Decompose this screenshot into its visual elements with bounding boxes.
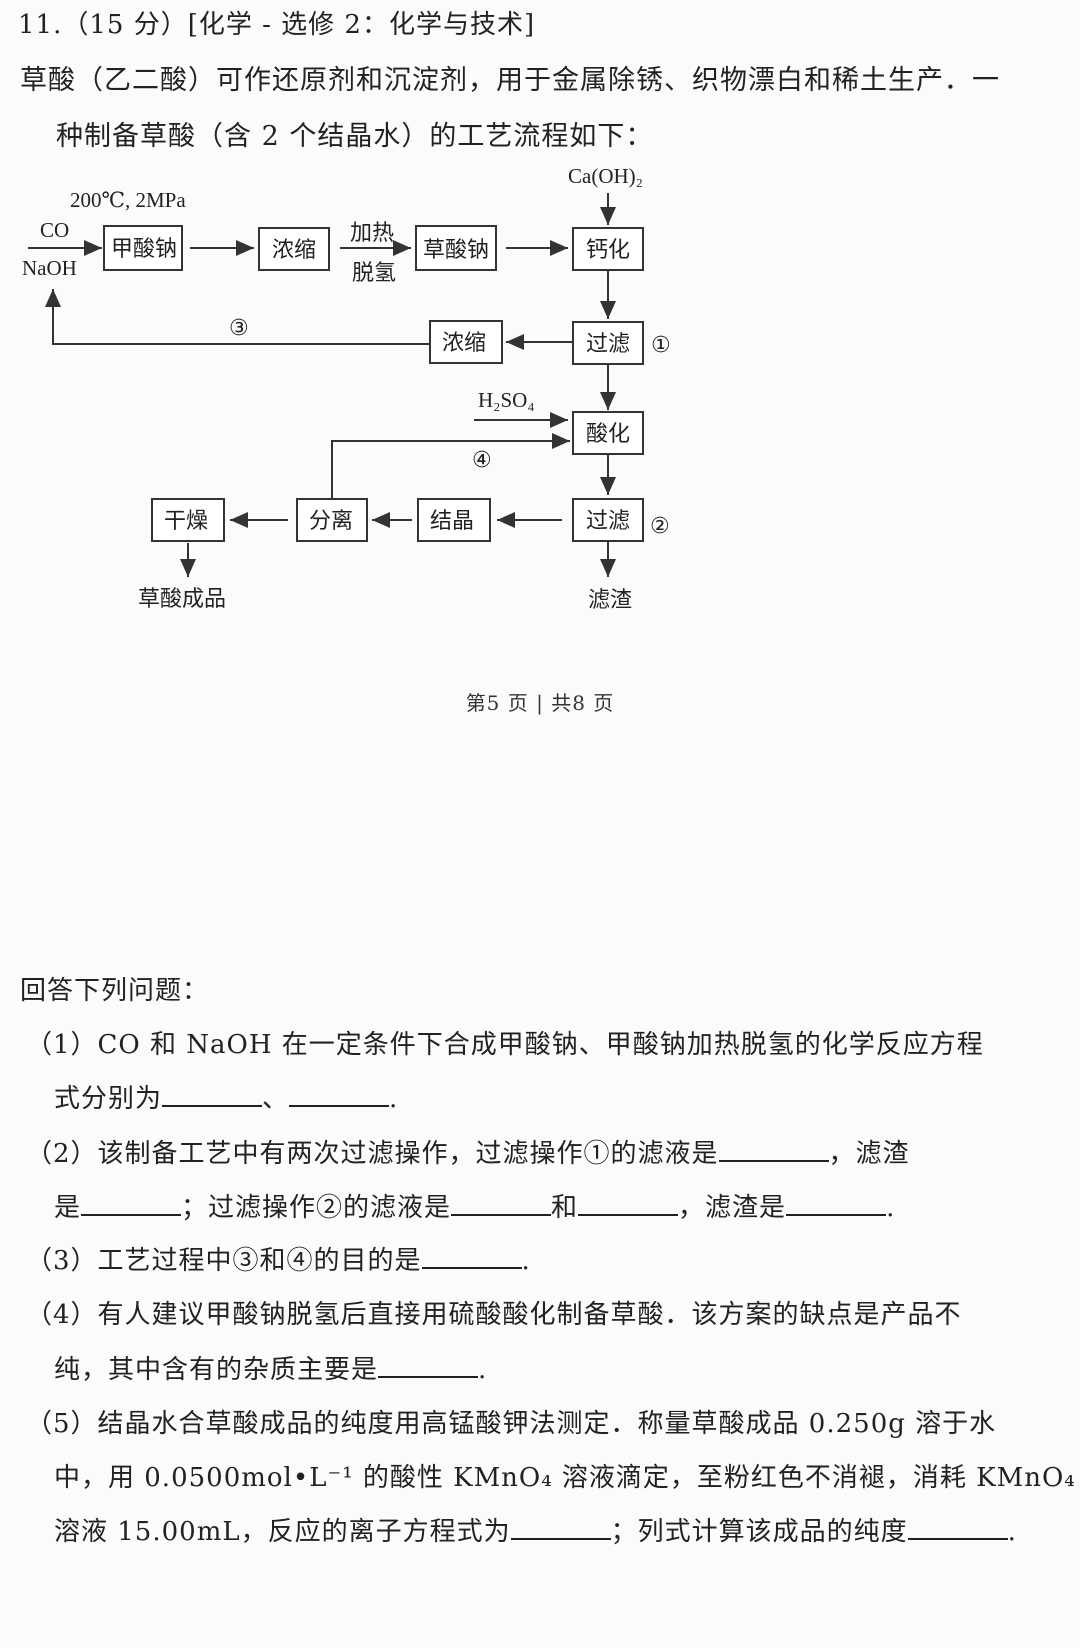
- q2-text-2: ，滤渣: [828, 1139, 910, 1169]
- q2-text-3: 是: [54, 1193, 82, 1223]
- questions-lead: 回答下列问题：: [20, 976, 210, 1006]
- marker-4: ④: [472, 448, 492, 473]
- process-flow-diagram: 200℃, 2MPa CO NaOH 甲酸钠 浓缩 加热 脱氢 草酸钠 Ca(O…: [22, 165, 671, 613]
- q5-line-1: （5）结晶水合草酸成品的纯度用高锰酸钾法测定．称量草酸成品 0.250g 溶于水: [26, 1409, 997, 1439]
- box-acidify: [572, 411, 644, 455]
- box-dry: [151, 498, 225, 542]
- q1-end: .: [389, 1084, 399, 1114]
- q3-line: （3）工艺过程中③和④的目的是.: [26, 1240, 531, 1277]
- q5-line-2: 中，用 0.0500mol•L⁻¹ 的酸性 KMnO₄ 溶液滴定，至粉红色不消褪…: [54, 1463, 1076, 1493]
- q5-text: 溶液 15.00mL，反应的离子方程式为: [54, 1517, 511, 1547]
- box-oxalate: [415, 225, 497, 271]
- intro-line-1: 草酸（乙二酸）可作还原剂和沉淀剂，用于金属除锈、织物漂白和稀土生产．一: [20, 65, 1000, 96]
- box-filter-1-label: 过滤: [586, 332, 630, 357]
- q2-text-6: ，滤渣是: [678, 1193, 787, 1223]
- q1-sep: 、: [262, 1084, 290, 1114]
- box-calcify: [572, 227, 644, 271]
- q5-text-2: ；列式计算该成品的纯度: [610, 1517, 908, 1547]
- q1-blank-1[interactable]: [162, 1085, 263, 1107]
- box-dry-label: 干燥: [164, 509, 208, 534]
- q2-text-5: 和: [551, 1193, 579, 1223]
- question-header: 11.（15 分）[化学 - 选修 2：化学与技术]: [18, 10, 536, 40]
- q5-line-3: 溶液 15.00mL，反应的离子方程式为 ；列式计算该成品的纯度.: [54, 1511, 1017, 1548]
- q5-blank-2[interactable]: [907, 1518, 1008, 1540]
- box-calcify-label: 钙化: [586, 238, 630, 263]
- q2-blank-4[interactable]: [578, 1194, 679, 1216]
- q2-line-2: 是 ；过滤操作②的滤液是 和 ，滤渣是.: [54, 1187, 895, 1224]
- page-number: 第5 页 | 共8 页: [465, 691, 615, 715]
- q3-text: （3）工艺过程中③和④的目的是: [26, 1246, 422, 1276]
- q1-blank-2[interactable]: [289, 1085, 390, 1107]
- calcium-hydroxide: Ca(OH)₂: [568, 165, 643, 188]
- reactant-co: CO: [40, 218, 69, 242]
- q2-end: .: [886, 1193, 896, 1223]
- marker-2: ②: [650, 514, 670, 539]
- box-filter-2-label: 过滤: [586, 509, 630, 534]
- box-oxalate-label: 草酸钠: [423, 238, 489, 263]
- q1-text: 式分别为: [54, 1084, 163, 1114]
- q1-line-1: （1）CO 和 NaOH 在一定条件下合成甲酸钠、甲酸钠加热脱氢的化学反应方程: [26, 1030, 984, 1060]
- box-crystallize-label: 结晶: [430, 509, 474, 534]
- box-concentrate-1: [258, 227, 330, 271]
- q2-line-1: （2）该制备工艺中有两次过滤操作，过滤操作①的滤液是 ，滤渣: [26, 1133, 910, 1170]
- marker-1: ①: [651, 333, 671, 358]
- marker-3: ③: [229, 316, 249, 341]
- q3-end: .: [521, 1246, 531, 1276]
- q4-text: 纯，其中含有的杂质主要是: [54, 1355, 379, 1385]
- q5-blank-1[interactable]: [510, 1518, 611, 1540]
- box-separate-label: 分离: [309, 509, 353, 534]
- q3-blank[interactable]: [421, 1247, 522, 1269]
- box-formate-label: 甲酸钠: [111, 237, 177, 262]
- sulfuric-acid: H₂SO₄: [478, 388, 535, 412]
- q1-line-2: 式分别为 、.: [54, 1078, 398, 1115]
- box-acidify-label: 酸化: [586, 422, 630, 447]
- box-concentrate-2: [429, 320, 503, 364]
- box-concentrate-2-label: 浓缩: [442, 331, 486, 356]
- q2-text-1: （2）该制备工艺中有两次过滤操作，过滤操作①的滤液是: [26, 1139, 719, 1169]
- dehydrogenation-label: 脱氢: [352, 261, 396, 286]
- box-separate: [296, 498, 368, 542]
- reactant-naoh: NaOH: [22, 256, 77, 280]
- residue-label: 滤渣: [588, 588, 632, 613]
- reaction-conditions: 200℃, 2MPa: [70, 188, 186, 212]
- box-filter-1: [572, 321, 644, 365]
- recycle-line-4: [331, 433, 570, 499]
- q2-blank-5[interactable]: [786, 1194, 887, 1216]
- q2-text-4: ；过滤操作②的滤液是: [181, 1193, 452, 1223]
- q4-line-2: 纯，其中含有的杂质主要是.: [54, 1349, 487, 1386]
- box-formate: [103, 225, 183, 271]
- box-crystallize: [417, 498, 491, 542]
- box-concentrate-1-label: 浓缩: [272, 238, 316, 263]
- recycle-line-3: [45, 289, 429, 345]
- q4-end: .: [478, 1355, 488, 1385]
- heat-label: 加热: [350, 221, 394, 246]
- product-label: 草酸成品: [138, 587, 226, 612]
- q4-line-1: （4）有人建议甲酸钠脱氢后直接用硫酸酸化制备草酸．该方案的缺点是产品不: [26, 1300, 962, 1330]
- q4-blank[interactable]: [378, 1356, 479, 1378]
- q5-end: .: [1007, 1517, 1017, 1547]
- box-filter-2: [572, 498, 644, 542]
- intro-line-2: 种制备草酸（含 2 个结晶水）的工艺流程如下：: [56, 121, 654, 152]
- q2-blank-2[interactable]: [81, 1194, 182, 1216]
- q2-blank-3[interactable]: [451, 1194, 552, 1216]
- q2-blank-1[interactable]: [718, 1140, 829, 1162]
